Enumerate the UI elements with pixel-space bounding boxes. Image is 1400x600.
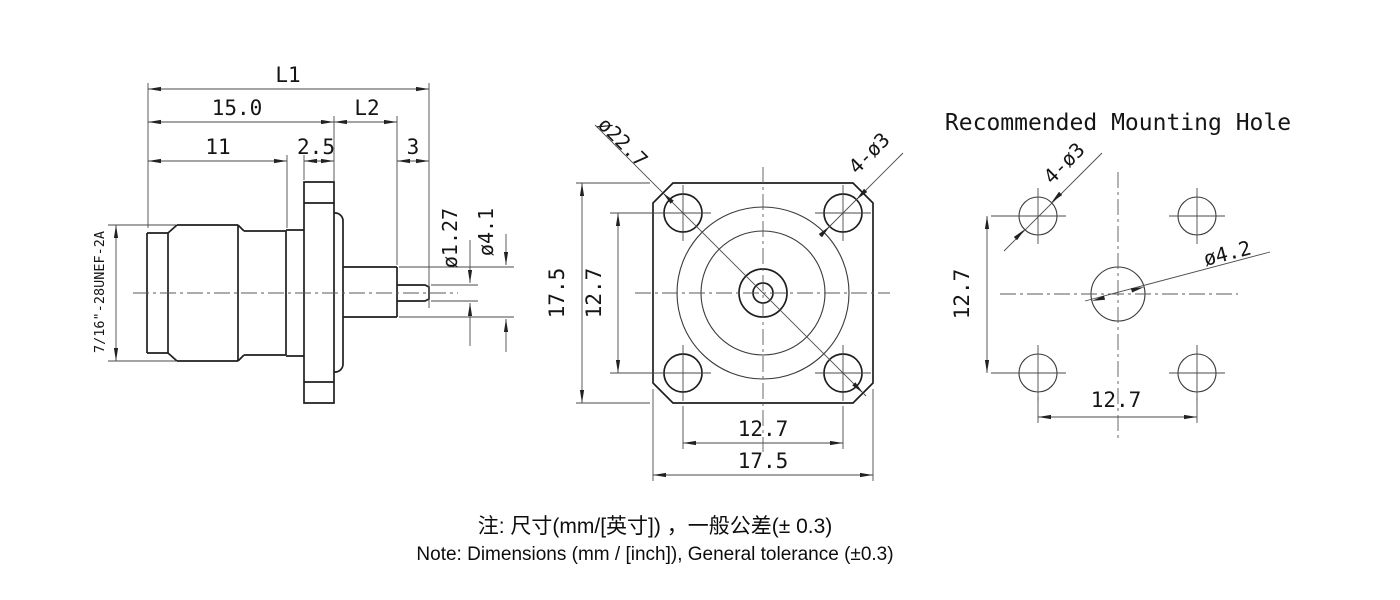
dim-11-label: 11 [205,135,230,159]
dim-mounting-pitch-vertical-label: 12.7 [950,269,974,320]
dim-flange-width-label: 17.5 [738,449,789,473]
note-line-english: Note: Dimensions (mm / [inch]), General … [416,544,894,565]
dim-2-5-label: 2.5 [297,135,335,159]
dim-body-diameter-label: ø4.1 [474,208,498,256]
dim-hole-pitch-horizontal-label: 12.7 [738,417,789,441]
side-view-dimensions: L1 15.0 L2 11 2.5 3 7/16"-28UNEF-2A ø1.2… [92,63,514,362]
dim-center-hole-diameter-label: ø4.2 [1201,236,1254,271]
side-view-geometry [133,181,458,404]
thread-spec-label: 7/16"-28UNEF-2A [92,231,108,353]
dim-mounting-holes-label: 4-ø3 [1039,138,1090,189]
side-view: L1 15.0 L2 11 2.5 3 7/16"-28UNEF-2A ø1.2… [92,63,514,404]
dim-l2-label: L2 [354,96,379,120]
dim-front-holes-label: 4-ø3 [844,128,895,179]
drawing-note: 注: 尺寸(mm/[英寸]) ，一般公差(± 0.3) Note: Dimens… [155,512,1155,568]
dim-3-label: 3 [407,135,420,159]
dim-pin-diameter-label: ø1.27 [438,208,462,268]
dim-flange-height-label: 17.5 [545,268,569,319]
note-line-chinese: 注: 尺寸(mm/[英寸]) ，一般公差(± 0.3) [477,515,833,538]
mounting-hole-view: Recommended Mounting Hole [945,110,1291,440]
dim-mounting-pitch-horizontal-label: 12.7 [1091,388,1142,412]
front-view: ø22.7 4-ø3 17.5 12.7 12.7 17.5 [545,112,904,481]
dim-corner-diameter-label: ø22.7 [593,112,653,172]
front-view-geometry [635,167,890,452]
dim-l1-label: L1 [275,63,300,87]
mounting-view-geometry [1000,172,1238,440]
mounting-view-dimensions: 4-ø3 ø4.2 12.7 12.7 [950,138,1271,423]
dim-15-label: 15.0 [212,96,263,120]
dim-hole-pitch-vertical-label: 12.7 [582,268,606,319]
mounting-view-title: Recommended Mounting Hole [945,110,1291,136]
